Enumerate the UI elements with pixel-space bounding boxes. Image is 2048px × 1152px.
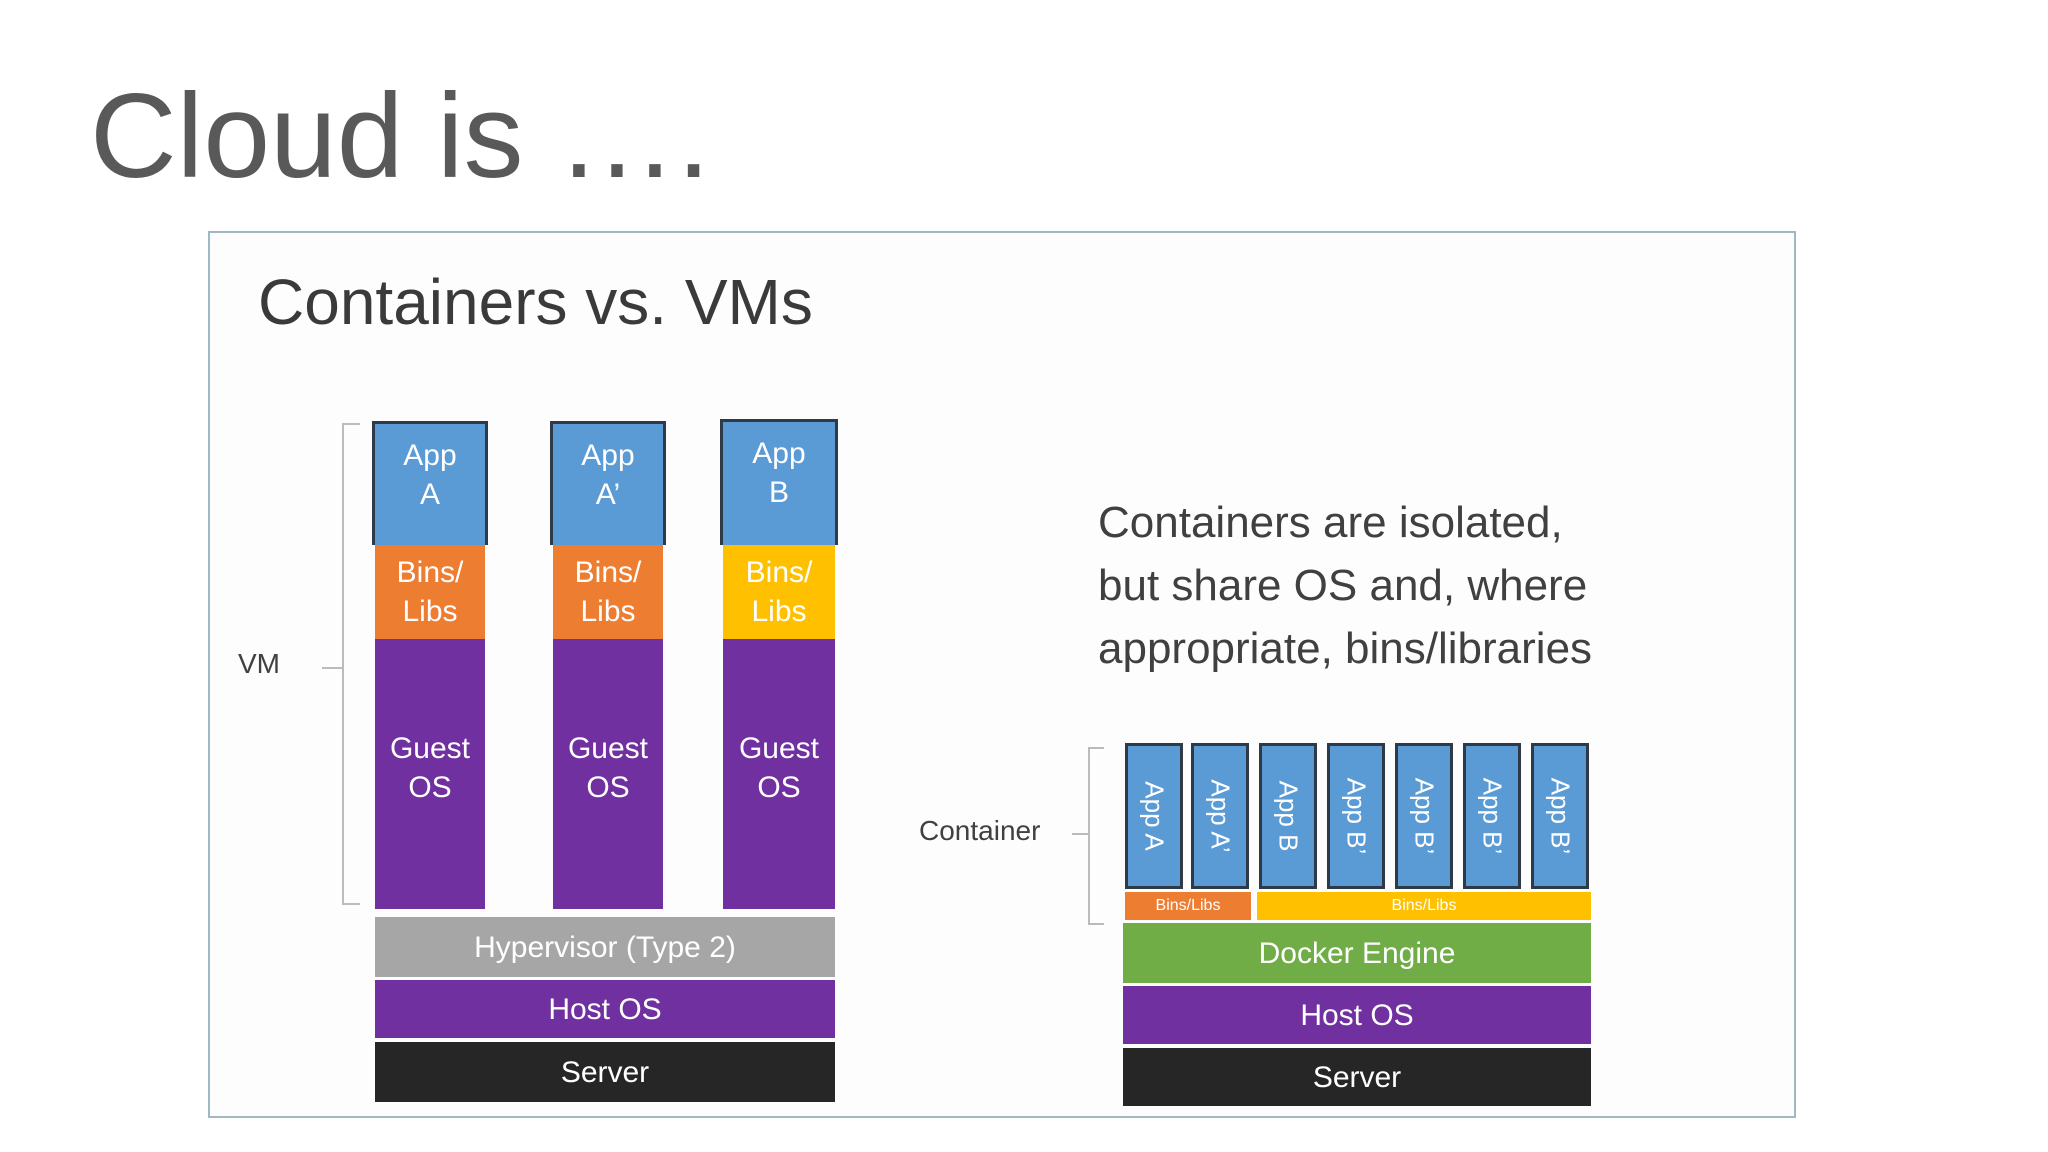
vm-guest-os-1: Guest OS (375, 639, 485, 909)
panel-title: Containers vs. VMs (258, 266, 813, 338)
vm-guest-os-2: Guest OS (553, 639, 663, 909)
diagram-panel: Containers vs. VMs VM App A Bins/ Libs G… (208, 231, 1796, 1118)
container-bins-libs-yellow: Bins/Libs (1257, 892, 1591, 920)
container-bracket-top (1088, 747, 1104, 749)
vm-label: VM (238, 648, 280, 679)
container-app-b-prime-4: App B’ (1531, 743, 1589, 889)
vm-bracket-tick (322, 667, 342, 669)
container-app-b-prime-2: App B’ (1395, 743, 1453, 889)
container-server: Server (1123, 1048, 1591, 1106)
vm-host-os: Host OS (375, 980, 835, 1038)
vm-bins-libs-3: Bins/ Libs (723, 545, 835, 639)
slide-title: Cloud is …. (90, 69, 711, 203)
container-host-os: Host OS (1123, 986, 1591, 1044)
vm-app-a: App A (372, 421, 488, 545)
container-app-b-prime-3: App B’ (1463, 743, 1521, 889)
container-app-a-prime: App A’ (1191, 743, 1249, 889)
vm-bracket-line (342, 423, 344, 905)
container-app-a: App A (1125, 743, 1183, 889)
container-app-b-prime-1: App B’ (1327, 743, 1385, 889)
vm-hypervisor: Hypervisor (Type 2) (375, 917, 835, 977)
container-app-b: App B (1259, 743, 1317, 889)
vm-guest-os-3: Guest OS (723, 639, 835, 909)
vm-app-a-prime: App A’ (550, 421, 666, 545)
container-bracket-bottom (1088, 923, 1104, 925)
vm-bins-libs-1: Bins/ Libs (375, 545, 485, 639)
vm-server: Server (375, 1042, 835, 1102)
vm-bracket-bottom (342, 903, 360, 905)
container-label: Container (919, 815, 1041, 846)
container-bracket-tick (1072, 833, 1088, 835)
docker-engine: Docker Engine (1123, 923, 1591, 983)
vm-app-b: App B (720, 419, 838, 545)
containers-description: Containers are isolated, but share OS an… (1098, 498, 1593, 673)
container-bracket-line (1088, 747, 1090, 925)
container-bins-libs-orange: Bins/Libs (1125, 892, 1251, 920)
vm-bins-libs-2: Bins/ Libs (553, 545, 663, 639)
vm-bracket-top (342, 423, 360, 425)
